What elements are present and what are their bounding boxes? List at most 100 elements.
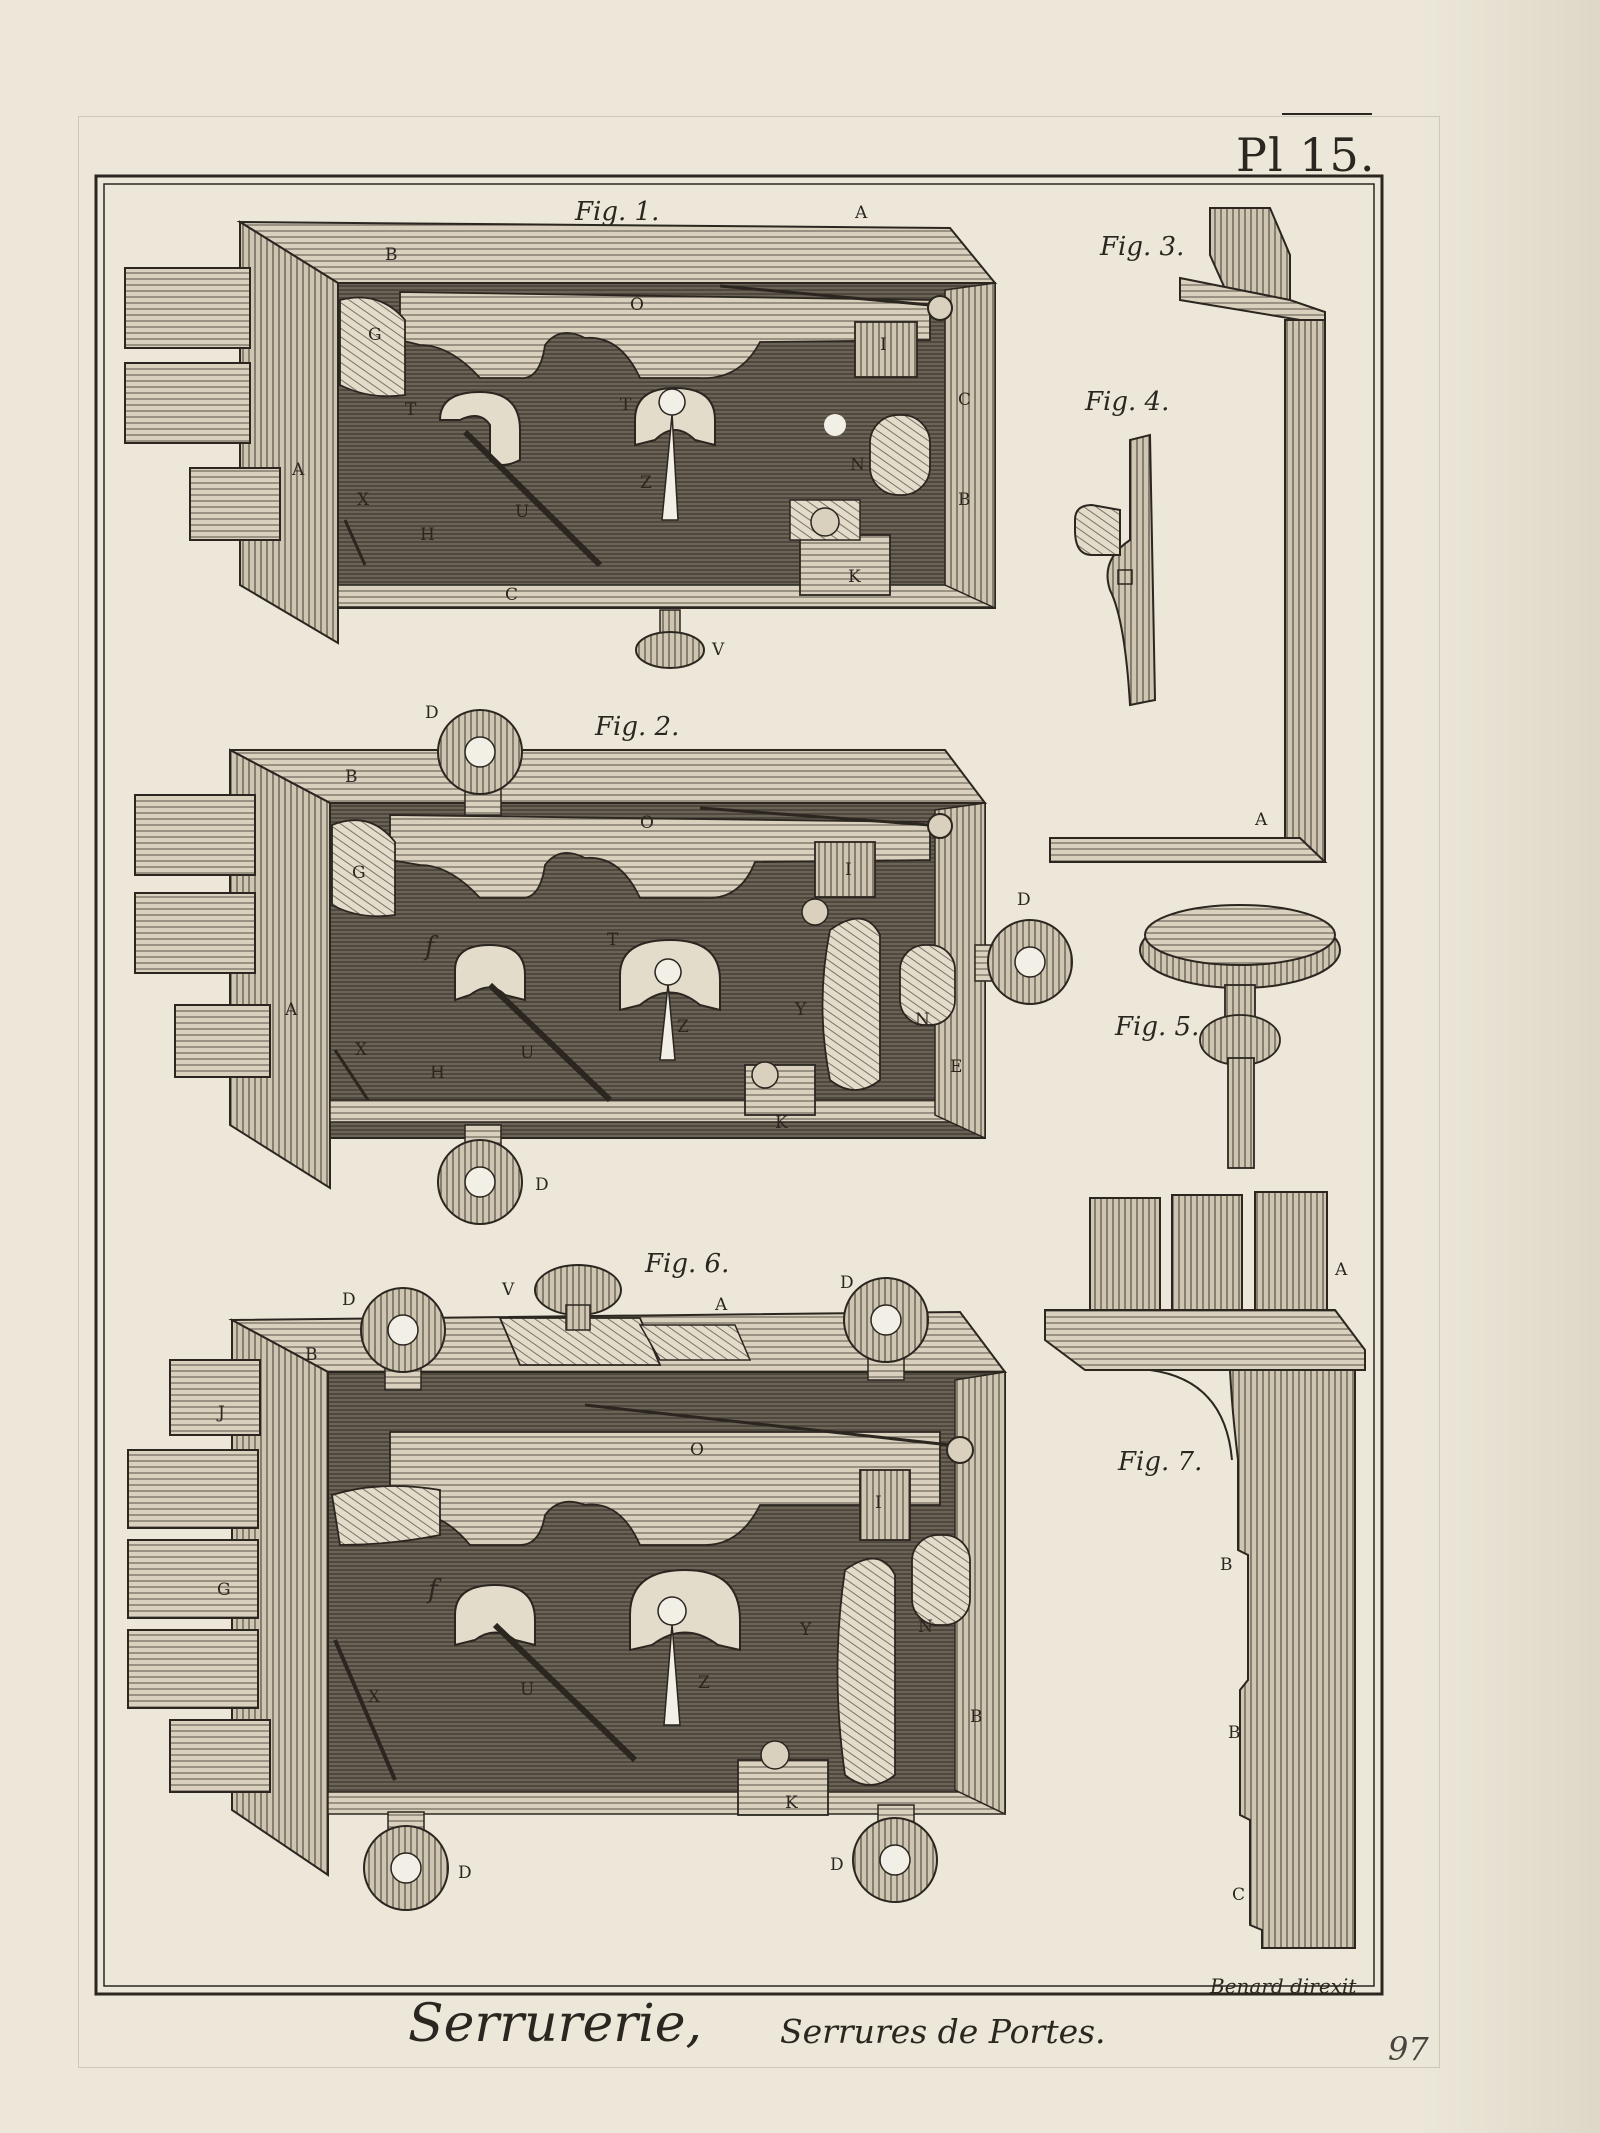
fig2-ring-right (974, 919, 1073, 1005)
fig2-part-Y: Y (794, 1000, 807, 1020)
fig2-part-T: T (607, 930, 619, 950)
fig2-tube-f (454, 943, 526, 1002)
fig1-part-I: I (880, 335, 887, 355)
fig6-coil-N (911, 1534, 971, 1626)
fig6-knob-plate (498, 1317, 662, 1366)
fig7-top-ledge (1044, 1309, 1366, 1371)
fig2-bolt-2 (134, 892, 256, 974)
fig1-bar-X (343, 519, 367, 566)
fig1-part-G: G (368, 325, 382, 345)
fig1-part-C2: C (505, 585, 518, 605)
fig3-bracket-vertical (1284, 319, 1326, 863)
fig1-part-C: C (958, 390, 971, 410)
fig6-part-D2: D (840, 1273, 854, 1293)
fig1-part-T: T (405, 400, 417, 420)
fig2-lock: Fig. 2. (134, 703, 1073, 1225)
fig2-latch-G (331, 819, 396, 918)
fig1-screw (810, 507, 840, 537)
fig1-part-H: H (420, 525, 435, 545)
fig1-right-wall (944, 282, 996, 610)
fig6-block-K (737, 1759, 829, 1816)
fig6-tube-f (454, 1583, 536, 1647)
fig4-label: Fig. 4. (1084, 387, 1169, 417)
fig2-part-H: H (430, 1063, 445, 1083)
fig1-bolt-2 (124, 362, 251, 444)
fig2-label: Fig. 2. (594, 712, 679, 742)
fig5-knob-cap-top (1144, 904, 1336, 966)
fig1-spring-pin (927, 295, 953, 321)
fig4-stud (1074, 503, 1121, 556)
fig1-bottom-rail (337, 584, 996, 608)
fig6-part-D4: D (830, 1855, 844, 1875)
fig5-knob-shaft (1227, 1057, 1255, 1169)
engraver-credit: Benard direxit (1210, 1974, 1357, 1998)
fig1-part-Z: Z (640, 473, 652, 493)
fig1-side-face (239, 220, 339, 645)
fig6-keyhole (657, 1596, 687, 1726)
fig6-bolt-3 (127, 1629, 259, 1709)
fig1-part-A2: A (291, 460, 305, 480)
fig2-part-G: G (352, 863, 366, 883)
fig2-part-D2: D (1017, 890, 1031, 910)
fig2-latch-plate-Y (821, 917, 881, 1091)
fig1-block-I (854, 321, 918, 378)
fig1-keyhole (658, 388, 686, 521)
fig2-block-I (814, 841, 876, 898)
fig6-ring-bottom-left (363, 1811, 449, 1911)
fig1-part-B2: B (958, 490, 971, 510)
fig2-rod-U (487, 982, 613, 1103)
fig6-part-U: U (520, 1680, 534, 1700)
fig1-slide-bar (399, 291, 931, 379)
fig7-part-A: A (1334, 1260, 1348, 1280)
fig1-part-A: A (854, 203, 868, 223)
fig1-part-B: B (385, 245, 398, 265)
fig6-part-K: K (785, 1793, 798, 1813)
fig2-part-U: U (520, 1043, 534, 1063)
fig7-label: Fig. 7. (1117, 1447, 1202, 1477)
fig2-coil-N (899, 944, 956, 1026)
fig6-bolt-4 (169, 1719, 271, 1793)
fig2-spring-pin (927, 813, 953, 839)
fig1-label: Fig. 1. (574, 197, 659, 227)
plate-frame-inner (103, 183, 1375, 1987)
fig2-part-O: O (640, 813, 654, 833)
fig2-screw-k (751, 1061, 779, 1089)
fig4-latch-piece: Fig. 4. (1074, 387, 1169, 707)
plate-subtitle: Serrures de Portes. (780, 2012, 1106, 2051)
fig6-part-Z: Z (698, 1673, 710, 1693)
fig6-part-Y: Y (799, 1620, 812, 1640)
plate-number: Pl 15. (1236, 128, 1376, 182)
fig6-latch-left (330, 1485, 441, 1546)
fig2-part-Z: Z (677, 1017, 689, 1037)
fig1-hole (824, 414, 846, 436)
fig6-knob-stem (565, 1304, 591, 1331)
fig2-keyhole (654, 958, 682, 1061)
fig5-label: Fig. 5. (1114, 1012, 1199, 1042)
fig2-ring-bottom (437, 1124, 523, 1225)
fig6-part-X: X (368, 1687, 381, 1707)
plate-mark (78, 116, 1440, 2068)
fig1-part-U: U (515, 502, 529, 522)
fig1-lock: Fig. 1. (124, 197, 998, 669)
fig2-top-face (229, 749, 988, 804)
fig1-part-K: K (848, 567, 861, 587)
fig6-part-B: B (305, 1345, 318, 1365)
fig1-part-X: X (357, 490, 370, 510)
fig2-part-D1: D (425, 703, 439, 723)
fig6-ring-top-left (360, 1287, 446, 1391)
fig6-bolt-J (169, 1359, 261, 1436)
fig3-bracket: Fig. 3. A (1049, 207, 1328, 863)
fig7-bolt-bar: Fig. 7. A B B C (1044, 1191, 1366, 1949)
plate-title: Serrurerie, (408, 1994, 703, 2054)
fig7-part-C: C (1232, 1885, 1245, 1905)
fig6-part-O: O (690, 1440, 704, 1460)
fig6-lock: Fig. 6. (127, 1249, 1007, 1911)
fig2-bolt-1 (134, 794, 256, 876)
fig2-spring (699, 806, 931, 827)
fig6-bolt-1 (127, 1449, 259, 1529)
fig6-slide-bar (389, 1431, 941, 1546)
fig6-part-I: I (875, 1493, 882, 1513)
fig6-part-D1: D (342, 1290, 356, 1310)
paper-edge-shadow (1420, 0, 1600, 2133)
fig6-spring (584, 1403, 951, 1447)
